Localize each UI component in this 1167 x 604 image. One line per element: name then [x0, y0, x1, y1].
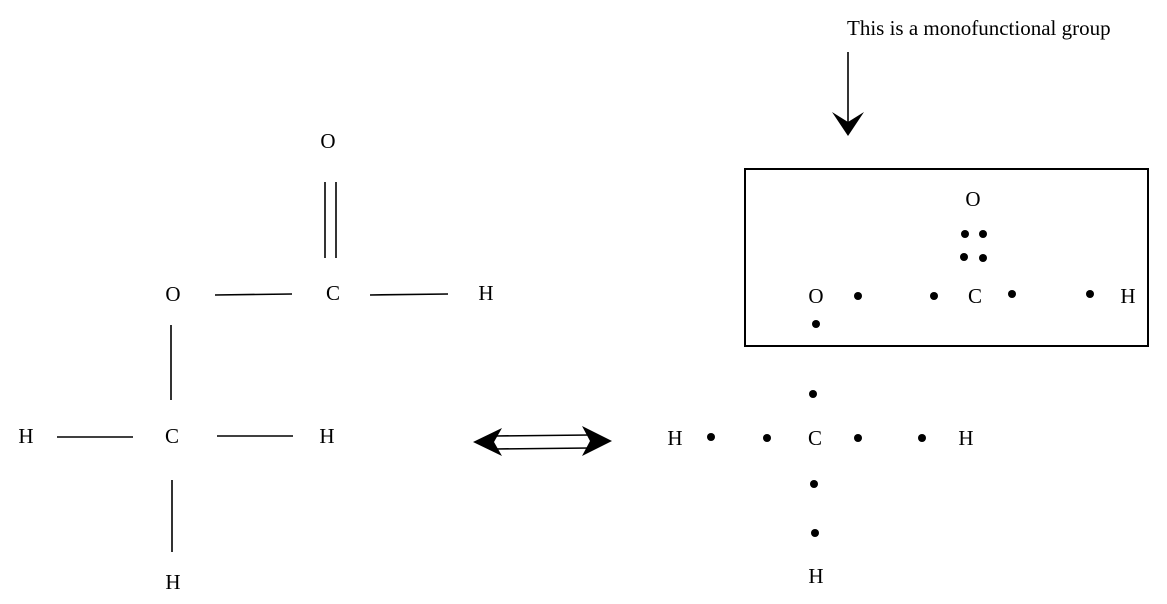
atom-c-carbonyl: C [968, 284, 982, 308]
atom-h-left: H [18, 424, 33, 448]
annotation-label: This is a monofunctional group [847, 16, 1111, 40]
atom-c-methyl: C [165, 424, 179, 448]
double-headed-arrow [473, 426, 612, 456]
structural-formula: O C H O C H H H [18, 129, 493, 594]
atom-h-left: H [667, 426, 682, 450]
atom-h-aldehyde: H [1120, 284, 1135, 308]
atom-h-right: H [319, 424, 334, 448]
atom-h-right: H [958, 426, 973, 450]
functional-group-box [744, 168, 1149, 347]
atom-o-carbonyl: O [320, 129, 335, 153]
atom-h-bottom: H [808, 564, 823, 588]
atom-o-ether: O [165, 282, 180, 306]
electron-dots [707, 230, 1094, 537]
atom-h-bottom: H [165, 570, 180, 594]
atom-h-aldehyde: H [478, 281, 493, 305]
single-bond [214, 293, 293, 296]
atom-o-ether: O [808, 284, 823, 308]
atom-c-methyl: C [808, 426, 822, 450]
atom-c-carbonyl: C [326, 281, 340, 305]
single-bond [369, 293, 449, 296]
lewis-structure: O C H O C H H H [667, 168, 1149, 588]
atom-o-carbonyl: O [965, 187, 980, 211]
annotation-arrow [832, 52, 864, 136]
